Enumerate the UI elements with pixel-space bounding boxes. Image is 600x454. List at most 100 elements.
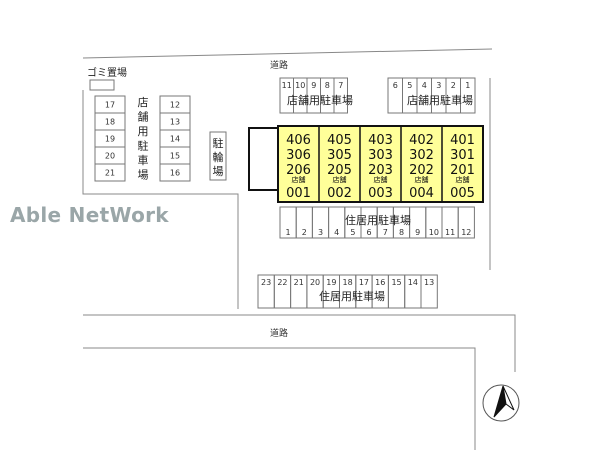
left-boundary — [82, 90, 239, 309]
resident1-stall-number: 7 — [383, 228, 388, 237]
resident2-stall-number: 16 — [375, 278, 385, 287]
resident1-stall-number: 8 — [399, 228, 404, 237]
shop-number: 004 — [409, 186, 434, 201]
shop-label: 店舗 — [415, 175, 429, 184]
resident2-stall-number: 13 — [424, 278, 434, 287]
room-number: 206 — [286, 163, 311, 178]
resident2-stall-13 — [420, 274, 438, 309]
resident1-stall-number: 9 — [415, 228, 420, 237]
shop-number: 001 — [286, 186, 311, 201]
top-road — [82, 48, 493, 59]
room-number: 402 — [409, 133, 434, 148]
top-road-label: 道路 — [270, 59, 288, 71]
shop-label: 店舗 — [374, 175, 388, 184]
resident2-stall-number: 14 — [408, 278, 418, 287]
bottom-road-lower-edge — [83, 347, 476, 450]
top-road-edge — [82, 48, 493, 59]
top-left-stall-number: 7 — [338, 81, 343, 90]
resident1-stall-number: 4 — [334, 228, 339, 237]
room-number: 201 — [450, 163, 475, 178]
resident1-stall-number: 3 — [318, 228, 323, 237]
resident1-stall-number: 10 — [429, 228, 439, 237]
resident2-stall-number: 22 — [277, 278, 287, 287]
resident-lot-2-label: 住居用駐車場 — [319, 289, 385, 303]
left-lot-b-stall-15-number: 15 — [170, 152, 180, 161]
room-number: 301 — [450, 148, 475, 163]
resident1-stall-number: 5 — [350, 228, 355, 237]
room-number: 306 — [286, 148, 311, 163]
building-units: 406306206店舗001405305205店舗002403303203店舗0… — [286, 126, 475, 202]
resident1-stall-number: 1 — [286, 228, 291, 237]
garbage-area — [89, 79, 115, 91]
room-number: 401 — [450, 133, 475, 148]
room-number: 406 — [286, 133, 311, 148]
room-number: 303 — [368, 148, 393, 163]
top-right-stall-number: 2 — [451, 81, 456, 90]
bottom-road-label: 道路 — [270, 327, 288, 339]
top-right-stall-number: 3 — [436, 81, 441, 90]
apartment-building — [277, 125, 484, 203]
left-lot-a-stall-21-number: 21 — [105, 169, 115, 178]
shop-label: 店舗 — [333, 175, 347, 184]
top-right-stall-number: 6 — [393, 81, 398, 90]
shop-number: 005 — [450, 186, 475, 201]
top-left-stall-7 — [333, 77, 348, 114]
left-lot-a-stall-20-number: 20 — [105, 152, 115, 161]
north-arrow-icon — [482, 384, 520, 422]
room-number: 305 — [327, 148, 352, 163]
left-lot-b-stall-12-number: 12 — [170, 101, 180, 110]
room-number: 202 — [409, 163, 434, 178]
resident-lot-1-label: 住居用駐車場 — [345, 213, 411, 227]
resident2-stall-number: 18 — [343, 278, 353, 287]
top-right-lot-label: 店舗用駐車場 — [407, 93, 473, 107]
garbage-area-label: ゴミ置場 — [87, 66, 127, 79]
shop-number: 003 — [368, 186, 393, 201]
top-left-stall-number: 9 — [311, 81, 316, 90]
shop-label: 店舗 — [292, 175, 306, 184]
resident2-stall-number: 19 — [326, 278, 336, 287]
left-lot-column-b: 12 13 14 15 16 — [159, 95, 191, 182]
resident2-stall-number: 21 — [294, 278, 304, 287]
left-lot-b-stall-16 — [159, 163, 191, 182]
room-number: 203 — [368, 163, 393, 178]
resident1-stall-number: 6 — [367, 228, 372, 237]
bottom-road — [83, 314, 516, 450]
bicycle-parking-label: 駐輪場 — [213, 136, 224, 178]
top-right-stall-number: 5 — [407, 81, 412, 90]
top-right-stall-number: 4 — [422, 81, 427, 90]
top-left-stall-number: 11 — [282, 81, 292, 90]
left-lot-a-stall-18-number: 18 — [105, 118, 115, 127]
room-number: 205 — [327, 163, 352, 178]
top-left-lot-label: 店舗用駐車場 — [287, 93, 353, 107]
room-number: 302 — [409, 148, 434, 163]
bicycle-parking — [209, 131, 227, 181]
site-boundary — [82, 78, 491, 309]
top-right-stall-1 — [460, 77, 476, 114]
resident1-stall-number: 12 — [461, 228, 471, 237]
watermark: Able NetWork — [10, 203, 169, 227]
left-lot-b-stall-16-number: 16 — [170, 169, 180, 178]
resident2-stall-number: 17 — [359, 278, 369, 287]
resident2-stall-number: 23 — [261, 278, 271, 287]
room-number: 403 — [368, 133, 393, 148]
shop-label: 店舗 — [456, 175, 470, 184]
resident1-stall-number: 11 — [445, 228, 455, 237]
left-lot-a-stall-17-number: 17 — [105, 101, 115, 110]
top-left-stall-number: 8 — [325, 81, 330, 90]
top-right-stall-number: 1 — [465, 81, 470, 90]
resident1-stall-12 — [457, 206, 475, 239]
bottom-road-upper-edge — [83, 314, 516, 372]
left-lot-b-stall-14-number: 14 — [170, 135, 180, 144]
left-lot-b-stall-13-number: 13 — [170, 118, 180, 127]
top-left-stall-number: 10 — [295, 81, 305, 90]
building-outline-ext — [248, 127, 278, 191]
left-lot-a-stall-21 — [94, 163, 126, 182]
left-lot-label: 店舗用駐車場 — [138, 95, 149, 182]
